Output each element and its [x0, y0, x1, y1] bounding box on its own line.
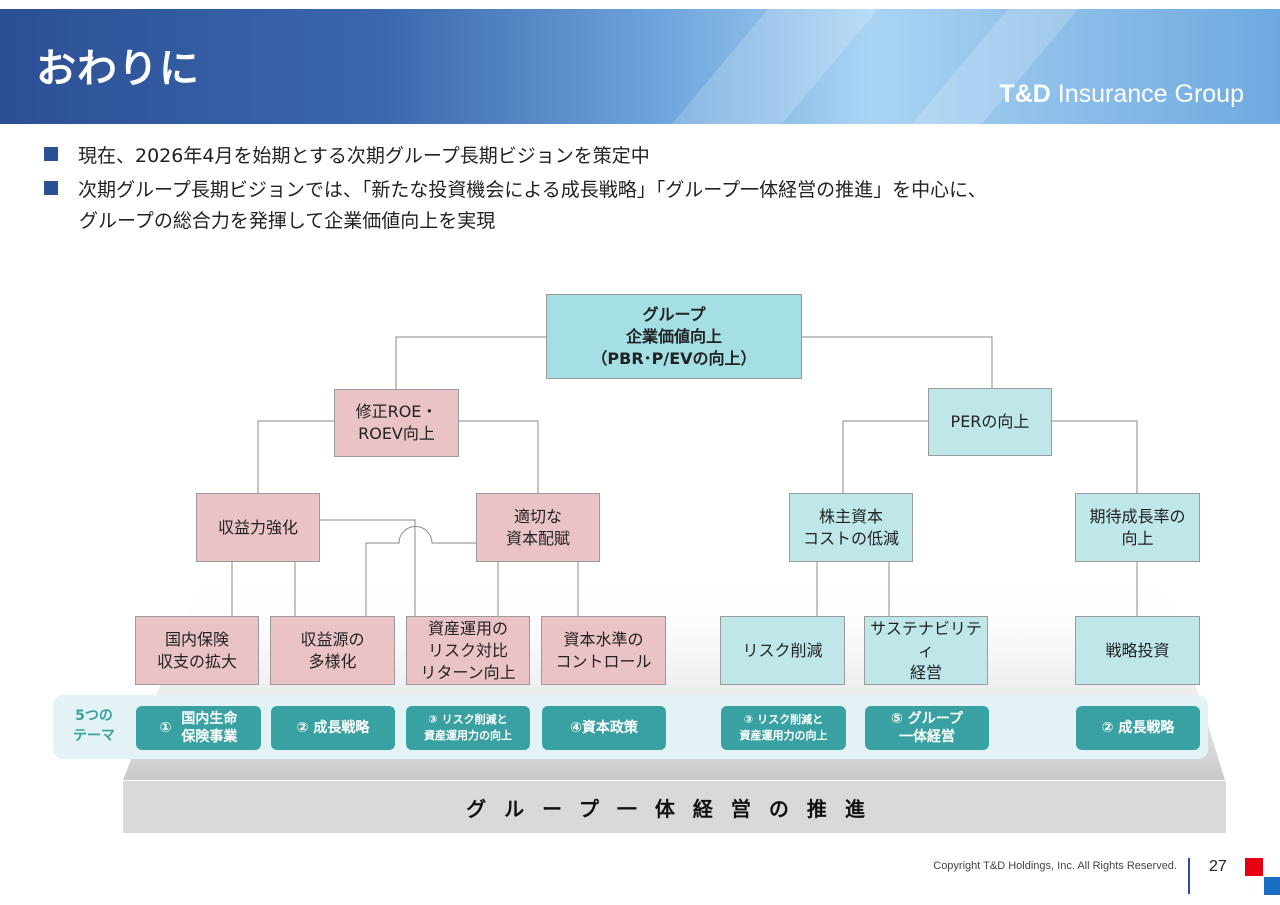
- themes-label: 5つの テーマ: [60, 706, 128, 746]
- box-line: コストの低減: [802, 528, 899, 548]
- base-text: グループ一体経営の推進: [466, 797, 883, 821]
- diversification-box: 収益源の 多様化: [270, 616, 395, 685]
- group-value-box: グループ 企業価値向上 （PBR･P/EVの向上）: [546, 294, 802, 379]
- page-number: 27: [1209, 858, 1227, 875]
- connector-lines: [231, 336, 1138, 616]
- square-bullet-icon: [44, 147, 58, 161]
- box-line: 国内保険: [164, 629, 229, 649]
- box-line: 向上: [1121, 528, 1154, 548]
- themes-label-line: テーマ: [73, 728, 115, 744]
- box-line: リターン向上: [420, 662, 516, 682]
- theme-badge: ① 国内生命 保険事業: [136, 706, 261, 750]
- box-line: 株主資本: [818, 506, 883, 526]
- box-line: PERの向上: [950, 412, 1030, 431]
- theme-line: ⑤ グループ: [891, 711, 963, 727]
- theme-text: 国内生命 保険事業: [181, 710, 237, 746]
- strategic-investment-box: 戦略投資: [1075, 616, 1200, 685]
- brand-logo: T&D Insurance Group: [999, 80, 1244, 109]
- box-line: グループ: [642, 304, 706, 324]
- cost-of-capital-box: 株主資本 コストの低減: [789, 493, 913, 562]
- box-line: 資本水準の: [563, 629, 644, 649]
- page-title: おわりに: [36, 46, 200, 92]
- box-line: 多様化: [308, 651, 357, 671]
- theme-line: ④資本政策: [570, 720, 638, 736]
- box-line: 収支の拡大: [156, 651, 237, 671]
- theme-line: ② 成長戦略: [296, 720, 370, 736]
- theme-line: ③ リスク削減と: [428, 713, 508, 726]
- per-box: PERの向上: [928, 388, 1052, 456]
- corner-logo-blue-square: [1264, 877, 1280, 895]
- copyright: Copyright T&D Holdings, Inc. All Rights …: [933, 860, 1177, 872]
- box-line: 収益源の: [300, 629, 365, 649]
- growth-rate-box: 期待成長率の 向上: [1075, 493, 1200, 562]
- risk-reduction-box: リスク削減: [720, 616, 845, 685]
- box-line: 収益力強化: [217, 517, 298, 537]
- footer-divider: [1188, 858, 1190, 894]
- base-band: [123, 781, 1226, 833]
- theme-badge: ③ リスク削減と 資産運用力の向上: [406, 706, 530, 750]
- brand-td: T&D: [999, 80, 1051, 108]
- theme-line: 資産運用力の向上: [739, 729, 828, 742]
- bullet-text-continued: グループの総合力を発揮して企業価値向上を実現: [79, 210, 496, 232]
- bullet-text: 現在、2026年4月を始期とする次期グループ長期ビジョンを策定中: [78, 145, 650, 167]
- square-bullet-icon: [44, 181, 58, 195]
- themes-label-line: 5つの: [75, 708, 113, 724]
- box-line: （PBR･P/EVの向上）: [591, 348, 757, 368]
- box-line: 資本配賦: [505, 528, 570, 548]
- theme-line: 一体経営: [899, 729, 955, 745]
- earning-power-box: 収益力強化: [196, 493, 320, 562]
- capital-level-box: 資本水準の コントロール: [541, 616, 666, 685]
- theme-line: 保険事業: [181, 729, 238, 745]
- theme-line: 資産運用力の向上: [424, 729, 512, 742]
- asset-management-box: 資産運用の リスク対比 リターン向上: [406, 616, 530, 685]
- brand-name: Insurance Group: [1050, 80, 1244, 108]
- theme-badge: ⑤ グループ 一体経営: [865, 706, 989, 750]
- theme-line: 国内生命: [181, 711, 238, 727]
- box-line: サステナビリティ: [870, 618, 982, 660]
- capital-allocation-box: 適切な 資本配賦: [476, 493, 600, 562]
- box-line: 資産運用の: [427, 618, 508, 638]
- bullet-item: 次期グループ長期ビジョンでは、「新たな投資機会による成長戦略」「グループ一体経営…: [44, 175, 987, 237]
- box-line: コントロール: [555, 651, 652, 671]
- box-line: リスク削減: [742, 640, 823, 660]
- bullet-text: 次期グループ長期ビジョンでは、「新たな投資機会による成長戦略」「グループ一体経営…: [78, 179, 987, 201]
- bullet-item: 現在、2026年4月を始期とする次期グループ長期ビジョンを策定中: [44, 141, 650, 172]
- corner-logo-red-square: [1245, 858, 1263, 876]
- box-line: 経営: [909, 662, 942, 682]
- theme-badge: ② 成長戦略: [1076, 706, 1200, 750]
- header-banner: [0, 9, 1280, 124]
- box-line: 企業価値向上: [625, 326, 722, 346]
- box-line: 戦略投資: [1105, 640, 1170, 660]
- box-line: ROEV向上: [358, 424, 435, 443]
- box-line: 適切な: [513, 506, 562, 526]
- sustainability-box: サステナビリティ 経営: [864, 616, 988, 685]
- theme-badge: ③ リスク削減と 資産運用力の向上: [721, 706, 846, 750]
- theme-badge: ④資本政策: [542, 706, 666, 750]
- roe-box: 修正ROE・ ROEV向上: [334, 389, 459, 457]
- theme-line: ② 成長戦略: [1101, 720, 1175, 736]
- theme-line: ③ リスク削減と: [743, 713, 824, 726]
- box-line: リスク対比: [427, 640, 508, 660]
- box-line: 修正ROE・: [355, 402, 438, 421]
- theme-badge: ② 成長戦略: [271, 706, 395, 750]
- box-line: 期待成長率の: [1089, 506, 1186, 526]
- domestic-insurance-box: 国内保険 収支の拡大: [135, 616, 259, 685]
- theme-number: ①: [159, 720, 172, 736]
